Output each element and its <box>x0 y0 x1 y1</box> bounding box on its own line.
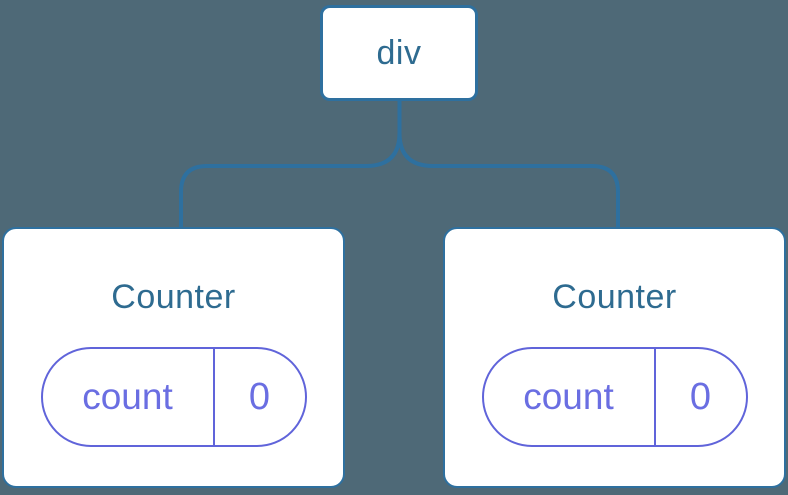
state-pill: count 0 <box>40 347 307 447</box>
state-pill: count 0 <box>481 347 748 447</box>
state-key-label: count <box>43 349 215 445</box>
counter-card-left: Counter count 0 <box>2 227 345 488</box>
connector-path <box>179 100 620 228</box>
state-key-label: count <box>484 349 656 445</box>
state-value: 0 <box>689 375 712 418</box>
counter-card-right: Counter count 0 <box>443 227 786 488</box>
counter-title: Counter <box>111 278 236 316</box>
counter-title: Counter <box>552 278 677 316</box>
state-value: 0 <box>248 375 271 418</box>
root-node-div: div <box>320 5 478 101</box>
root-node-label: div <box>376 33 422 72</box>
